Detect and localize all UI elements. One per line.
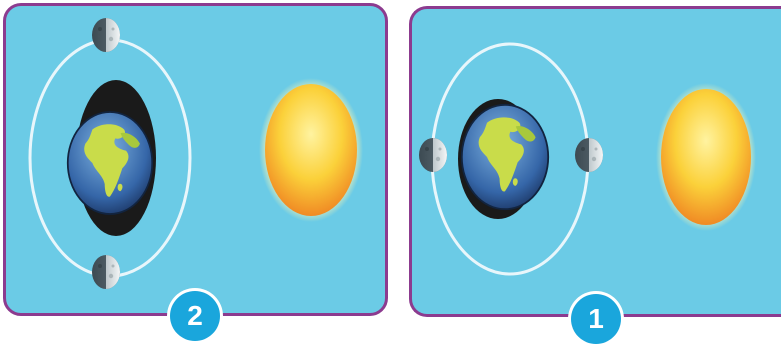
panel-number-badge: 2 [170,291,220,341]
phase-panel-1 [409,6,781,317]
sun-icon [265,84,357,216]
panel-number-badge: 1 [571,294,621,344]
moon-icon [575,138,603,172]
earth-icon [462,105,548,209]
scene-right [412,9,781,317]
moon-icon [92,18,120,52]
earth-icon [68,112,152,214]
sun-icon [661,89,751,225]
moon-icon [92,255,120,289]
phase-panel-2 [3,3,388,316]
moon-icon [419,138,447,172]
scene-left [6,6,388,316]
